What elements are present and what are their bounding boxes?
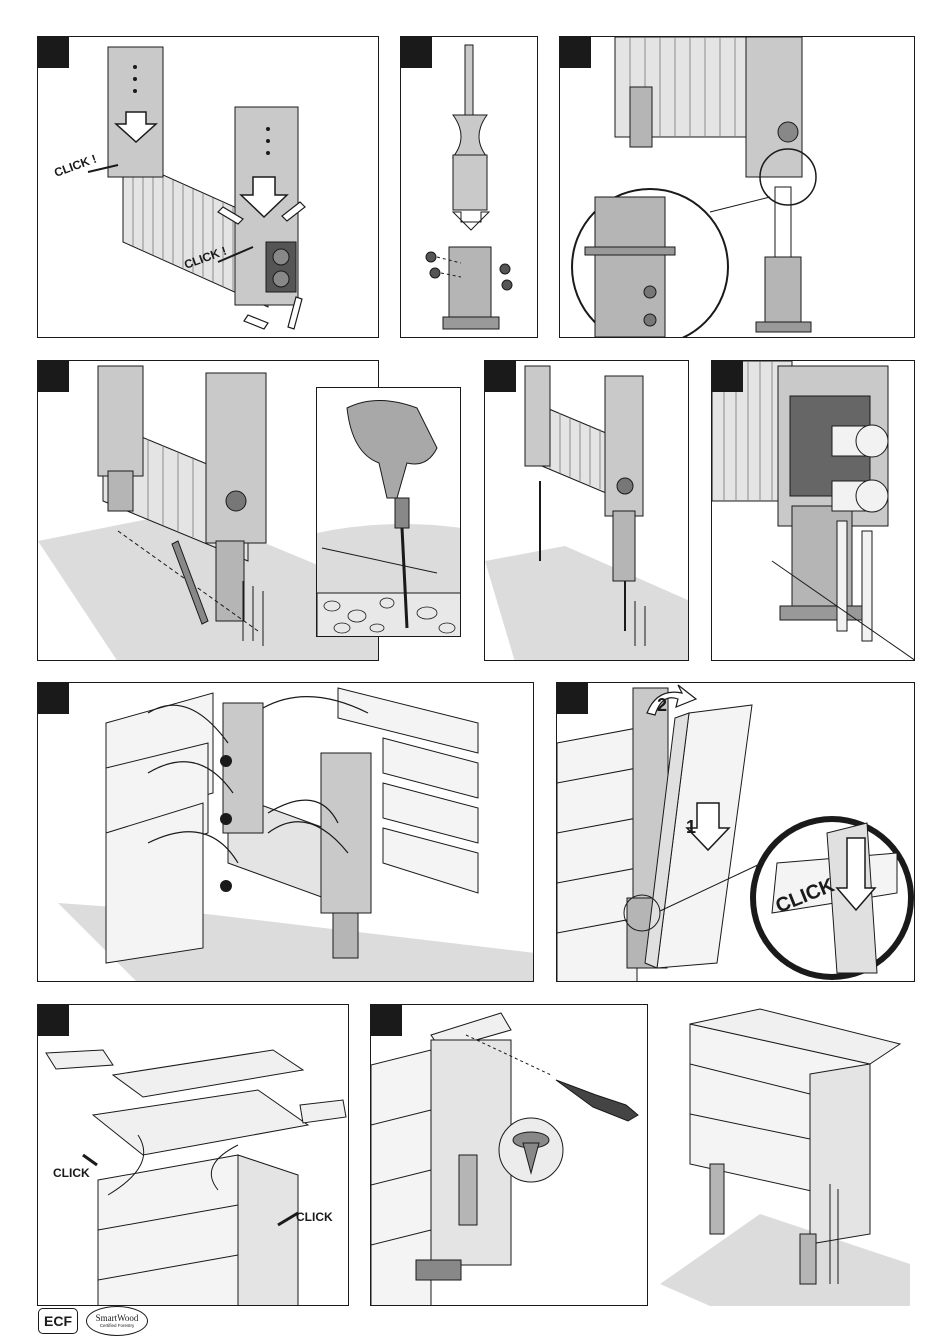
step-number-label: 1 (686, 817, 696, 837)
step-number-box (401, 37, 432, 68)
step-number-box (712, 361, 743, 392)
step-panel-valve-connection (711, 360, 915, 661)
step-panel-side-panels (37, 682, 534, 982)
step-number-box (38, 683, 69, 714)
step-number-label: 2 (657, 695, 667, 715)
step-number-box (557, 683, 588, 714)
top-screw-illustration (371, 1005, 648, 1306)
finished-cover-illustration (650, 1004, 920, 1306)
foot-detail-illustration (560, 37, 915, 338)
step-panel-foot-attach (400, 36, 538, 338)
step-panel-top-grille: CLICK CLICK (37, 1004, 349, 1306)
side-panels-illustration (38, 683, 534, 982)
foot-attach-illustration (401, 37, 538, 338)
floor-screws-illustration (485, 361, 689, 661)
step-number-box (38, 361, 69, 392)
step-panel-floor-screws (484, 360, 689, 661)
step-number-box (485, 361, 516, 392)
step-number-box (38, 1005, 69, 1036)
smartwood-title: SmartWood (96, 1313, 139, 1323)
step-panel-top-screw (370, 1004, 648, 1306)
step-panel-bracket-click: CLICK ! CLICK ! (37, 36, 379, 338)
valve-connection-illustration (712, 361, 915, 661)
drill-illustration (317, 388, 461, 637)
smartwood-logo: SmartWood Certified Forestry (86, 1306, 148, 1336)
step-number-box (38, 37, 69, 68)
top-grille-illustration: CLICK CLICK (38, 1005, 349, 1306)
click-label: CLICK (53, 1166, 90, 1180)
drill-inset-panel (316, 387, 461, 637)
click-label: CLICK ! (52, 152, 98, 180)
step-panel-foot-detail (559, 36, 915, 338)
panel-click-illustration: 1 2 CLICK (557, 683, 915, 982)
smartwood-subtitle: Certified Forestry (100, 1323, 135, 1329)
step-panel-panel-click: 1 2 CLICK (556, 682, 915, 982)
step-number-box (371, 1005, 402, 1036)
step-number-box (560, 37, 591, 68)
click-label: CLICK (296, 1210, 333, 1224)
ecf-logo: ECF (38, 1308, 78, 1334)
bracket-click-illustration: CLICK ! CLICK ! (38, 37, 379, 338)
